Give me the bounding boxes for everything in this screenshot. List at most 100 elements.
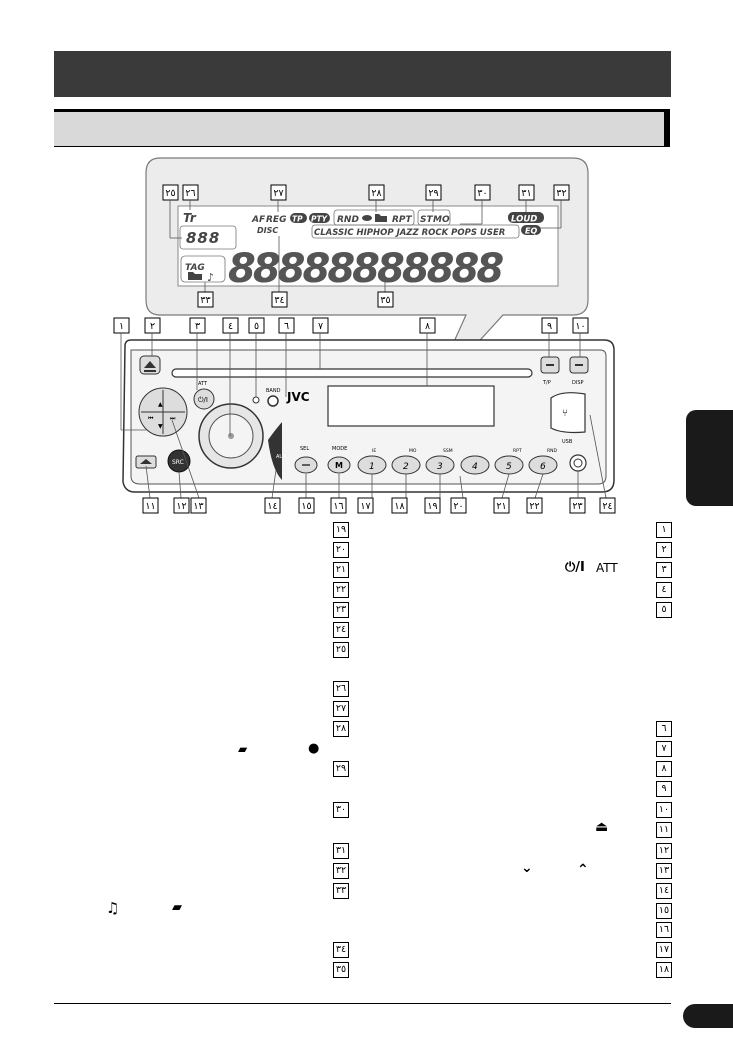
legend-num: ١٥	[656, 903, 672, 919]
legend-num: ١	[656, 522, 672, 538]
preset-1-label: 1	[369, 462, 375, 472]
power-icon: ⏻/I	[565, 560, 585, 575]
music-note-icon: ♪	[207, 271, 214, 284]
tag-indicator: TAG	[185, 263, 205, 273]
callout-16	[330, 497, 347, 514]
reg-indicator: REG	[266, 215, 286, 225]
callout-19-label: ١٩	[427, 501, 437, 512]
svg-text:M: M	[335, 461, 343, 470]
ssm-label: SSM	[443, 448, 453, 454]
callout-5-label: ٥	[254, 321, 259, 332]
callout-8	[419, 317, 436, 334]
legend-num: ٩	[656, 781, 672, 797]
music-note-icon: ♫	[106, 899, 120, 917]
preset-3-label: 3	[437, 462, 443, 472]
chevron-down-icon: ⌄	[521, 860, 533, 876]
legend-num: ٢٨	[333, 721, 349, 737]
callout-6-label: ٦	[284, 321, 289, 332]
band-label: BAND	[266, 388, 281, 394]
eq-mode-labels: CLASSIC HIPHOP JAZZ ROCK POPS USER	[314, 228, 505, 238]
power-att-button[interactable]	[193, 388, 215, 410]
callout-27	[270, 184, 287, 201]
callout-19	[424, 497, 441, 514]
down-arrow-icon: ▼	[158, 423, 163, 430]
callout-15	[298, 497, 315, 514]
eject-icon	[144, 361, 156, 372]
callout-25-label: ٢٥	[165, 188, 175, 199]
rnd-indicator: RND	[337, 215, 359, 225]
preset-5-label: 5	[506, 462, 512, 472]
brand-logo: JVC	[286, 390, 310, 404]
mode-button[interactable]	[327, 456, 351, 474]
callout-9-label: ٩	[547, 321, 552, 332]
callout-27-label: ٢٧	[273, 188, 283, 199]
tp-label: T/P	[542, 380, 551, 386]
callout-35-label: ٣٥	[380, 295, 390, 306]
callout-23-label: ٢٣	[572, 501, 582, 512]
callout-17-label: ١٧	[360, 501, 370, 512]
preset-6-label: 6	[540, 462, 546, 472]
legend-num: ٣٤	[333, 942, 349, 958]
folder-icon: ▰	[172, 900, 182, 915]
callout-14-label: ١٤	[267, 501, 277, 512]
disp-label: DISP	[572, 380, 584, 386]
legend-num: ٣٥	[333, 962, 349, 978]
src-label: SRC	[172, 459, 184, 466]
callout-24-label: ٢٤	[602, 501, 612, 512]
callout-21	[493, 497, 510, 514]
callout-10	[572, 317, 589, 334]
callout-18	[391, 497, 408, 514]
legend-num: ٢٢	[333, 582, 349, 598]
section-band	[54, 109, 670, 147]
usb-icon: ⑂	[562, 408, 568, 419]
eq-indicator: EQ	[525, 227, 537, 236]
callout-33-label: ٣٣	[200, 295, 210, 306]
callout-31-label: ٣١	[521, 188, 531, 199]
sel-label: SEL	[300, 446, 309, 452]
callout-32-label: ٣٢	[556, 188, 566, 199]
callout-26	[182, 184, 199, 201]
legend-num: ٤	[656, 582, 672, 598]
up-arrow-icon: ▲	[158, 401, 163, 408]
callout-20-label: ٢٠	[453, 501, 463, 512]
callout-5	[248, 317, 265, 334]
usb-label: USB	[562, 439, 573, 445]
callout-33	[197, 291, 214, 308]
mo-indicator: MO	[433, 215, 450, 225]
rpt-indicator: RPT	[392, 215, 413, 225]
callout-12-label: ١٢	[176, 501, 186, 512]
callout-13-label: ١٣	[193, 501, 203, 512]
callout-4-label: ٤	[228, 321, 233, 332]
usb-port[interactable]	[550, 392, 586, 434]
legend-num: ٦	[656, 721, 672, 737]
callout-29-label: ٢٩	[428, 188, 438, 199]
legend-num: ٢٥	[333, 642, 349, 658]
callout-30-label: ٣٠	[477, 188, 487, 199]
preset-2-label: 2	[403, 462, 409, 472]
legend-num: ١٩	[333, 522, 349, 538]
callout-7	[312, 317, 329, 334]
att-label: ATT	[198, 381, 208, 387]
callout-3-label: ٣	[195, 321, 200, 332]
callout-28	[368, 184, 385, 201]
band-button[interactable]	[267, 395, 279, 407]
callout-24	[599, 497, 616, 514]
callout-15-label: ١٥	[301, 501, 311, 512]
callout-34-label: ٣٤	[274, 295, 284, 306]
callout-29	[425, 184, 442, 201]
legend-num: ٢٧	[333, 701, 349, 717]
legend-num: ٣٣	[333, 883, 349, 899]
callout-22-label: ٢٢	[529, 501, 539, 512]
legend-num: ١٢	[656, 843, 672, 859]
af-indicator: AF	[251, 215, 266, 225]
att-text: ATT	[596, 561, 618, 575]
legend-num: ٣٢	[333, 863, 349, 879]
legend-num: ٣٠	[333, 802, 349, 818]
preset-4-button[interactable]	[460, 455, 490, 475]
callout-32	[553, 184, 570, 201]
callout-3	[189, 317, 206, 334]
pty-indicator: PTY	[311, 215, 329, 224]
preset-4-label: 4	[472, 462, 478, 472]
legend-num: ٢٦	[333, 681, 349, 697]
